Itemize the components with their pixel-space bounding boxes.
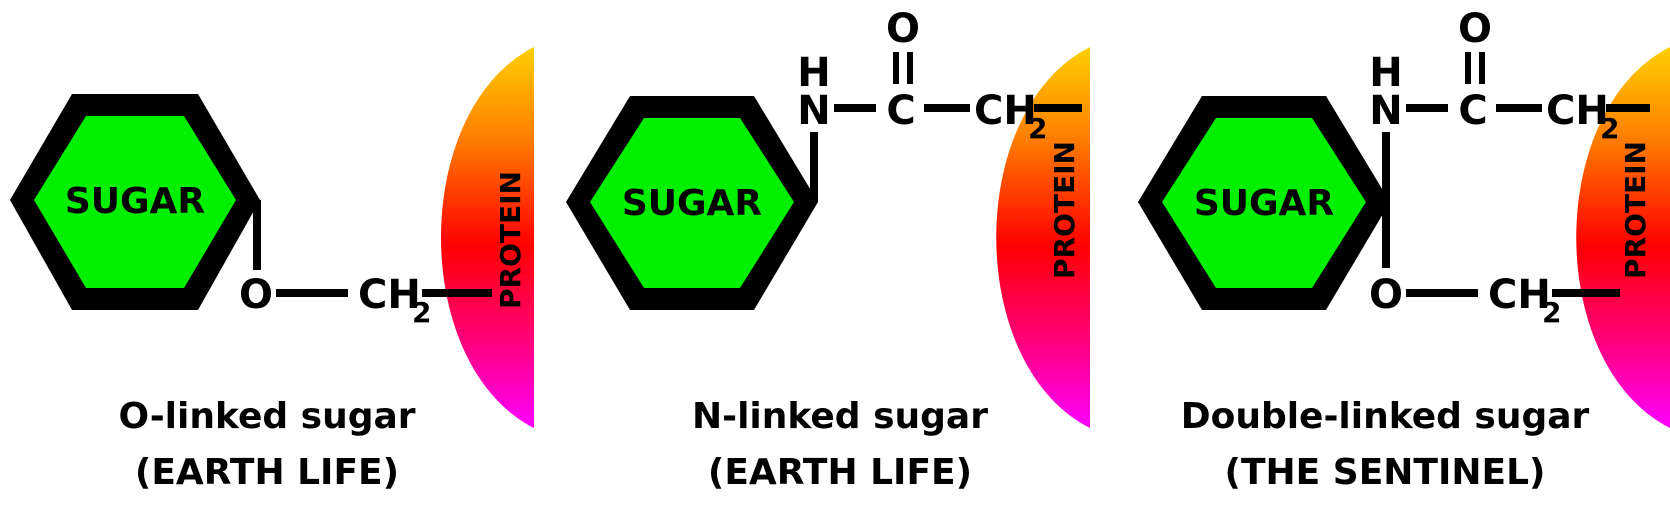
sugar-hexagon (1162, 118, 1366, 288)
panel-n-linked: PROTEIN SUGAR H N O C CH 2 N-linked suga… (566, 6, 1090, 493)
sugar-label: SUGAR (622, 183, 762, 224)
atom-n: N (1369, 88, 1402, 134)
caption-subtitle: (EARTH LIFE) (708, 452, 972, 493)
subscript-2-bottom: 2 (1542, 296, 1561, 329)
atom-ch-top: CH (1546, 88, 1609, 134)
sugar-hexagon (590, 118, 794, 288)
atom-n: N (797, 88, 830, 134)
protein-shape (1576, 47, 1670, 428)
atom-o-carbonyl: O (1458, 6, 1492, 52)
atom-ch: CH (974, 88, 1037, 134)
subscript-2-top: 2 (1600, 112, 1619, 145)
atom-o: O (239, 272, 273, 318)
caption-title: O-linked sugar (118, 396, 415, 437)
protein-label: PROTEIN (494, 171, 527, 309)
atom-o-ether: O (1369, 272, 1403, 318)
subscript-2: 2 (1028, 112, 1047, 145)
caption-title: N-linked sugar (692, 396, 988, 437)
panel-o-linked: PROTEIN SUGAR O CH 2 O-linked sugar (EAR… (10, 47, 534, 493)
protein-label: PROTEIN (1619, 141, 1652, 279)
subscript-2: 2 (412, 296, 431, 329)
caption-subtitle: (THE SENTINEL) (1225, 452, 1546, 493)
protein-shape (996, 47, 1090, 428)
sugar-label: SUGAR (1194, 183, 1334, 224)
panel-double-linked: PROTEIN SUGAR H N O C CH 2 O CH 2 Double… (1138, 6, 1670, 493)
atom-h: H (1369, 50, 1402, 96)
atom-ch-bottom: CH (1488, 272, 1551, 318)
atom-c: C (358, 272, 387, 318)
caption-subtitle: (EARTH LIFE) (135, 452, 399, 493)
atom-ch: CH (358, 272, 421, 318)
atom-c: C (1458, 88, 1487, 134)
protein-label: PROTEIN (1048, 141, 1081, 279)
atom-h: H (797, 50, 830, 96)
sugar-hexagon (34, 116, 236, 288)
atom-o: O (886, 6, 920, 52)
protein-shape (441, 47, 534, 428)
caption-title: Double-linked sugar (1181, 396, 1590, 437)
atom-c: C (886, 88, 915, 134)
sugar-label: SUGAR (65, 181, 205, 222)
